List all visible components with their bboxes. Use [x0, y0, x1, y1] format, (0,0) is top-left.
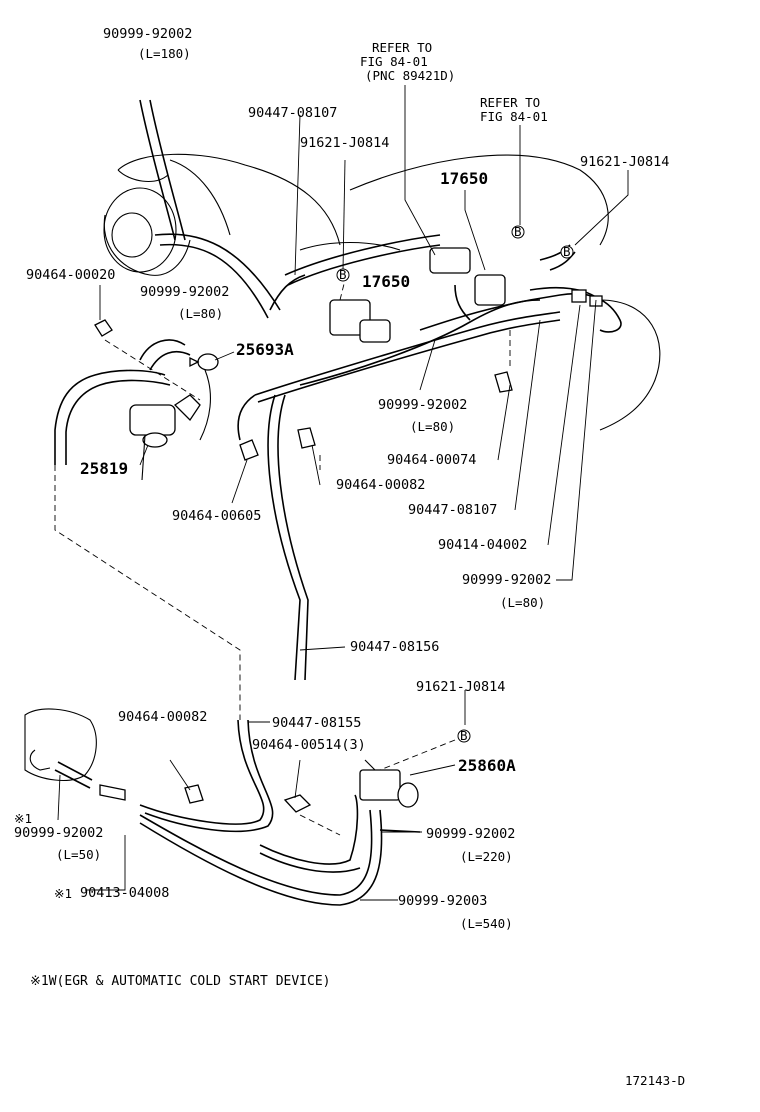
label-len-g: (L=540) — [460, 916, 513, 931]
label-refer2-line1: REFER TO — [480, 95, 540, 110]
label-90447-08155: 90447-08155 — [272, 715, 361, 731]
label-90999-92002-a: 90999-92002 — [103, 26, 192, 42]
ref-marker-b-2-label: B — [514, 224, 522, 239]
label-len-e: (L=50) — [56, 847, 101, 862]
label-90999-92002-f: 90999-92002 — [426, 826, 515, 842]
label-len-a: (L=180) — [138, 46, 191, 61]
figure-code: 172143-D — [625, 1073, 685, 1088]
label-refer1-line3: (PNC 89421D) — [365, 68, 455, 83]
label-90464-00074: 90464-00074 — [387, 452, 476, 468]
left-components — [54, 319, 259, 481]
leader-lines — [57, 85, 629, 901]
part-labels: 90999-92002 (L=180) REFER TO FIG 84-01 (… — [14, 26, 685, 1088]
engine-outline — [103, 153, 661, 441]
label-91621-j0814-c: 91621-J0814 — [416, 679, 505, 695]
label-90447-08107-b: 90447-08107 — [408, 502, 497, 518]
label-mark-1b: ※1 — [54, 886, 72, 901]
ref-marker-b-2 — [511, 225, 525, 239]
ref-marker-b-1-label: B — [339, 267, 347, 282]
ref-marker-b-4-label: B — [460, 728, 468, 743]
ref-marker-b-3-label: B — [563, 244, 571, 259]
label-90414-04002: 90414-04002 — [438, 537, 527, 553]
label-91621-j0814-a: 91621-J0814 — [300, 135, 389, 151]
ref-marker-b-4 — [457, 729, 471, 743]
label-90999-92002-e: 90999-92002 — [14, 825, 103, 841]
label-17650-b: 17650 — [362, 272, 410, 291]
label-17650-a: 17650 — [440, 169, 488, 188]
center-components — [297, 247, 603, 449]
label-90464-00082-a: 90464-00082 — [336, 477, 425, 493]
ref-marker-b-1 — [336, 268, 350, 282]
label-90464-00605: 90464-00605 — [172, 508, 261, 524]
label-90464-00082-b: 90464-00082 — [118, 709, 207, 725]
label-90464-00514: 90464-00514(3) — [252, 737, 366, 753]
label-90447-08107-a: 90447-08107 — [248, 105, 337, 121]
ref-markers: B B B B — [336, 224, 574, 743]
label-90999-92002-c: 90999-92002 — [378, 397, 467, 413]
label-len-d: (L=80) — [500, 595, 545, 610]
label-len-c: (L=80) — [410, 419, 455, 434]
label-refer1-line1: REFER TO — [372, 40, 432, 55]
label-90464-00020: 90464-00020 — [26, 267, 115, 283]
label-90999-92002-b: 90999-92002 — [140, 284, 229, 300]
label-refer2-line2: FIG 84-01 — [480, 109, 548, 124]
label-90999-92002-d: 90999-92002 — [462, 572, 551, 588]
footnote: ※1W(EGR & AUTOMATIC COLD START DEVICE) — [30, 974, 330, 989]
label-25693a: 25693A — [236, 340, 294, 359]
label-90413-04008: 90413-04008 — [80, 885, 169, 901]
label-90999-92003: 90999-92003 — [398, 893, 487, 909]
label-91621-j0814-b: 91621-J0814 — [580, 154, 669, 170]
label-90447-08156: 90447-08156 — [350, 639, 439, 655]
label-mark-1a: ※1 — [14, 811, 32, 826]
label-25860a: 25860A — [458, 756, 516, 775]
ref-marker-b-3 — [560, 245, 574, 259]
dashed-links — [54, 279, 511, 836]
label-25819: 25819 — [80, 459, 128, 478]
label-refer1-line2: FIG 84-01 — [360, 54, 428, 69]
label-len-f: (L=220) — [460, 849, 513, 864]
label-len-b: (L=80) — [178, 306, 223, 321]
upper-hoses — [139, 99, 622, 681]
